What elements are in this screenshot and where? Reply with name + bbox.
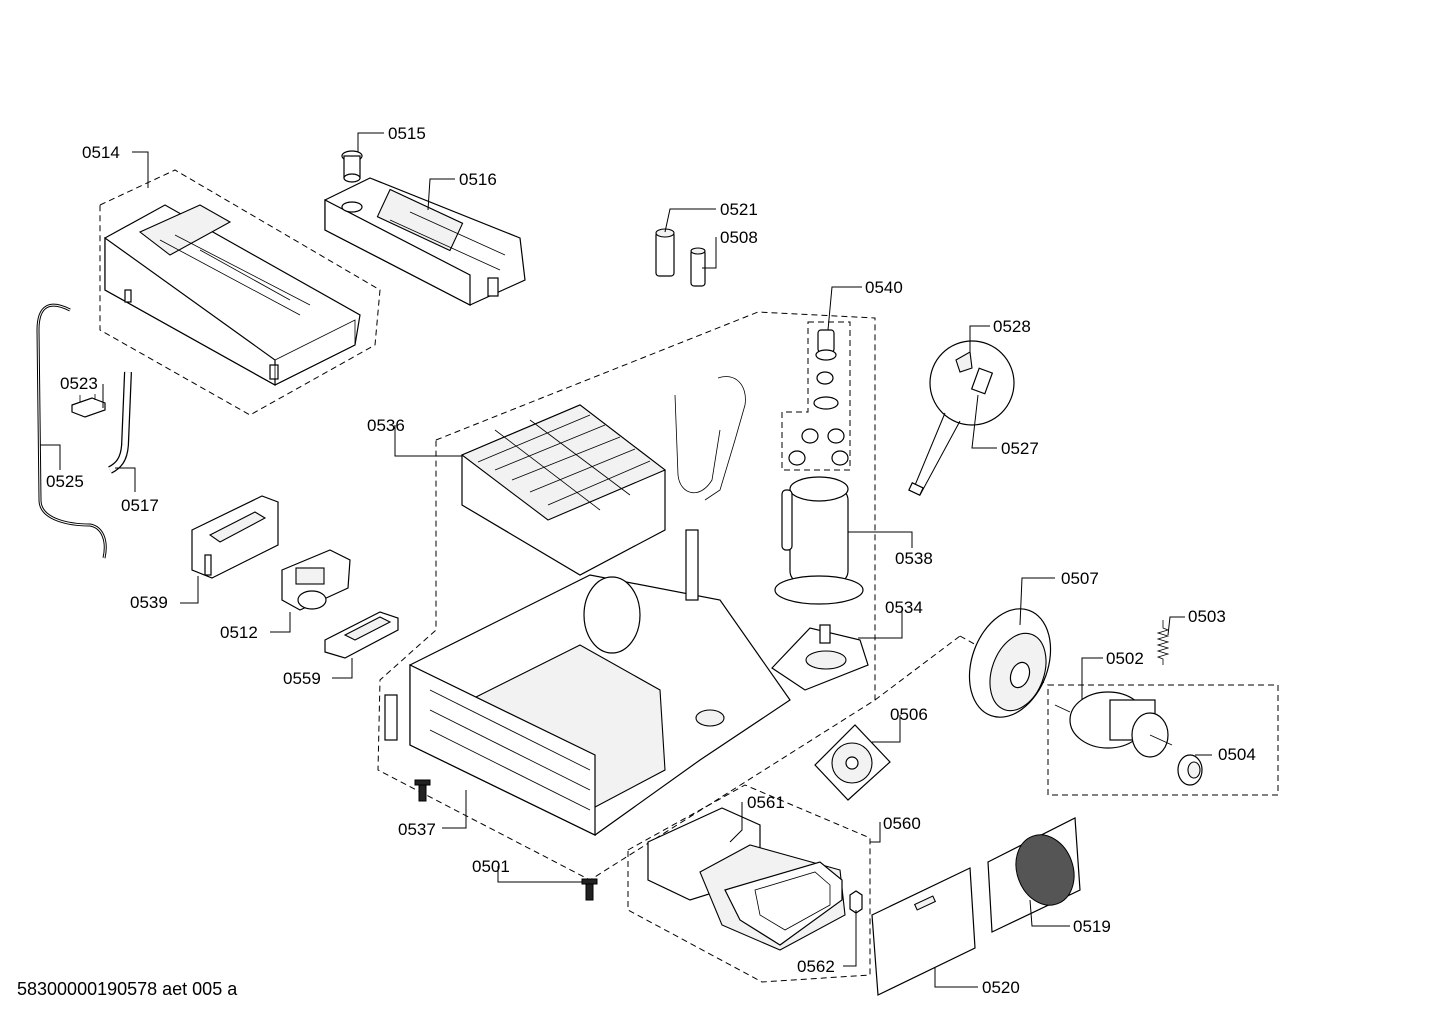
callout-0508: 0508 <box>720 228 758 247</box>
fan-wheel-part <box>968 608 1052 718</box>
screw-parts <box>414 779 598 901</box>
tank-group-outline <box>99 169 381 416</box>
callout-0540: 0540 <box>865 278 903 297</box>
tube-inner <box>108 371 131 473</box>
group-link-line <box>874 635 961 701</box>
filter-group-outline <box>627 784 871 983</box>
callout-labels: 0514 0515 0516 0521 0508 0540 0528 0527 … <box>46 124 1256 997</box>
callout-0539: 0539 <box>130 593 168 612</box>
motor-group-outline <box>1047 684 1279 796</box>
callout-0517: 0517 <box>121 496 159 515</box>
callout-0559: 0559 <box>283 669 321 688</box>
container-part <box>324 177 526 306</box>
leader-lines <box>40 132 1212 988</box>
hose-part <box>36 303 107 559</box>
callout-0502: 0502 <box>1106 649 1144 668</box>
callout-0519: 0519 <box>1073 917 1111 936</box>
clip-part <box>71 394 106 418</box>
small-clip-part <box>849 890 863 914</box>
callout-0561: 0561 <box>747 793 785 812</box>
heat-exchanger-part <box>460 376 746 576</box>
callout-0507: 0507 <box>1061 569 1099 588</box>
callout-0538: 0538 <box>895 549 933 568</box>
mounting-plate-part <box>771 624 869 691</box>
hose-inner <box>37 304 106 559</box>
callout-0525: 0525 <box>46 472 84 491</box>
document-id-text: 58300000190578 aet 005 a <box>17 979 238 999</box>
water-tank-part <box>104 204 361 387</box>
callout-0516: 0516 <box>459 170 497 189</box>
compressor-part <box>774 476 864 605</box>
bracket-part <box>191 495 279 579</box>
callout-0534: 0534 <box>885 598 923 617</box>
cover-panel-part <box>871 867 976 996</box>
valve-group-outline <box>781 321 851 471</box>
callout-0504: 0504 <box>1218 745 1256 764</box>
grille-panel-part <box>987 817 1081 933</box>
capacitor-parts <box>655 228 706 287</box>
callout-0521: 0521 <box>720 200 758 219</box>
callout-0528: 0528 <box>993 317 1031 336</box>
callout-0536: 0536 <box>367 416 405 435</box>
valve-set-part <box>788 329 849 466</box>
callout-0562: 0562 <box>797 957 835 976</box>
spring-part <box>1156 620 1170 665</box>
callout-0512: 0512 <box>220 623 258 642</box>
callout-0520: 0520 <box>982 978 1020 997</box>
callout-0503: 0503 <box>1188 607 1226 626</box>
callout-0527: 0527 <box>1001 439 1039 458</box>
callout-0501: 0501 <box>472 857 510 876</box>
pulley-part <box>1177 754 1203 786</box>
pump-part <box>281 549 351 611</box>
cap-part <box>341 150 363 183</box>
fluff-filter-part <box>647 807 846 951</box>
callout-0514: 0514 <box>82 143 120 162</box>
holder-part <box>324 611 399 659</box>
callout-0560: 0560 <box>883 814 921 833</box>
callout-0515: 0515 <box>388 124 426 143</box>
motor-part <box>1054 691 1173 758</box>
callout-0506: 0506 <box>890 705 928 724</box>
base-housing-part <box>384 529 791 836</box>
sensor-part <box>908 340 1015 496</box>
cooling-fan-part <box>814 724 891 801</box>
callout-0537: 0537 <box>398 820 436 839</box>
callout-0523: 0523 <box>60 374 98 393</box>
